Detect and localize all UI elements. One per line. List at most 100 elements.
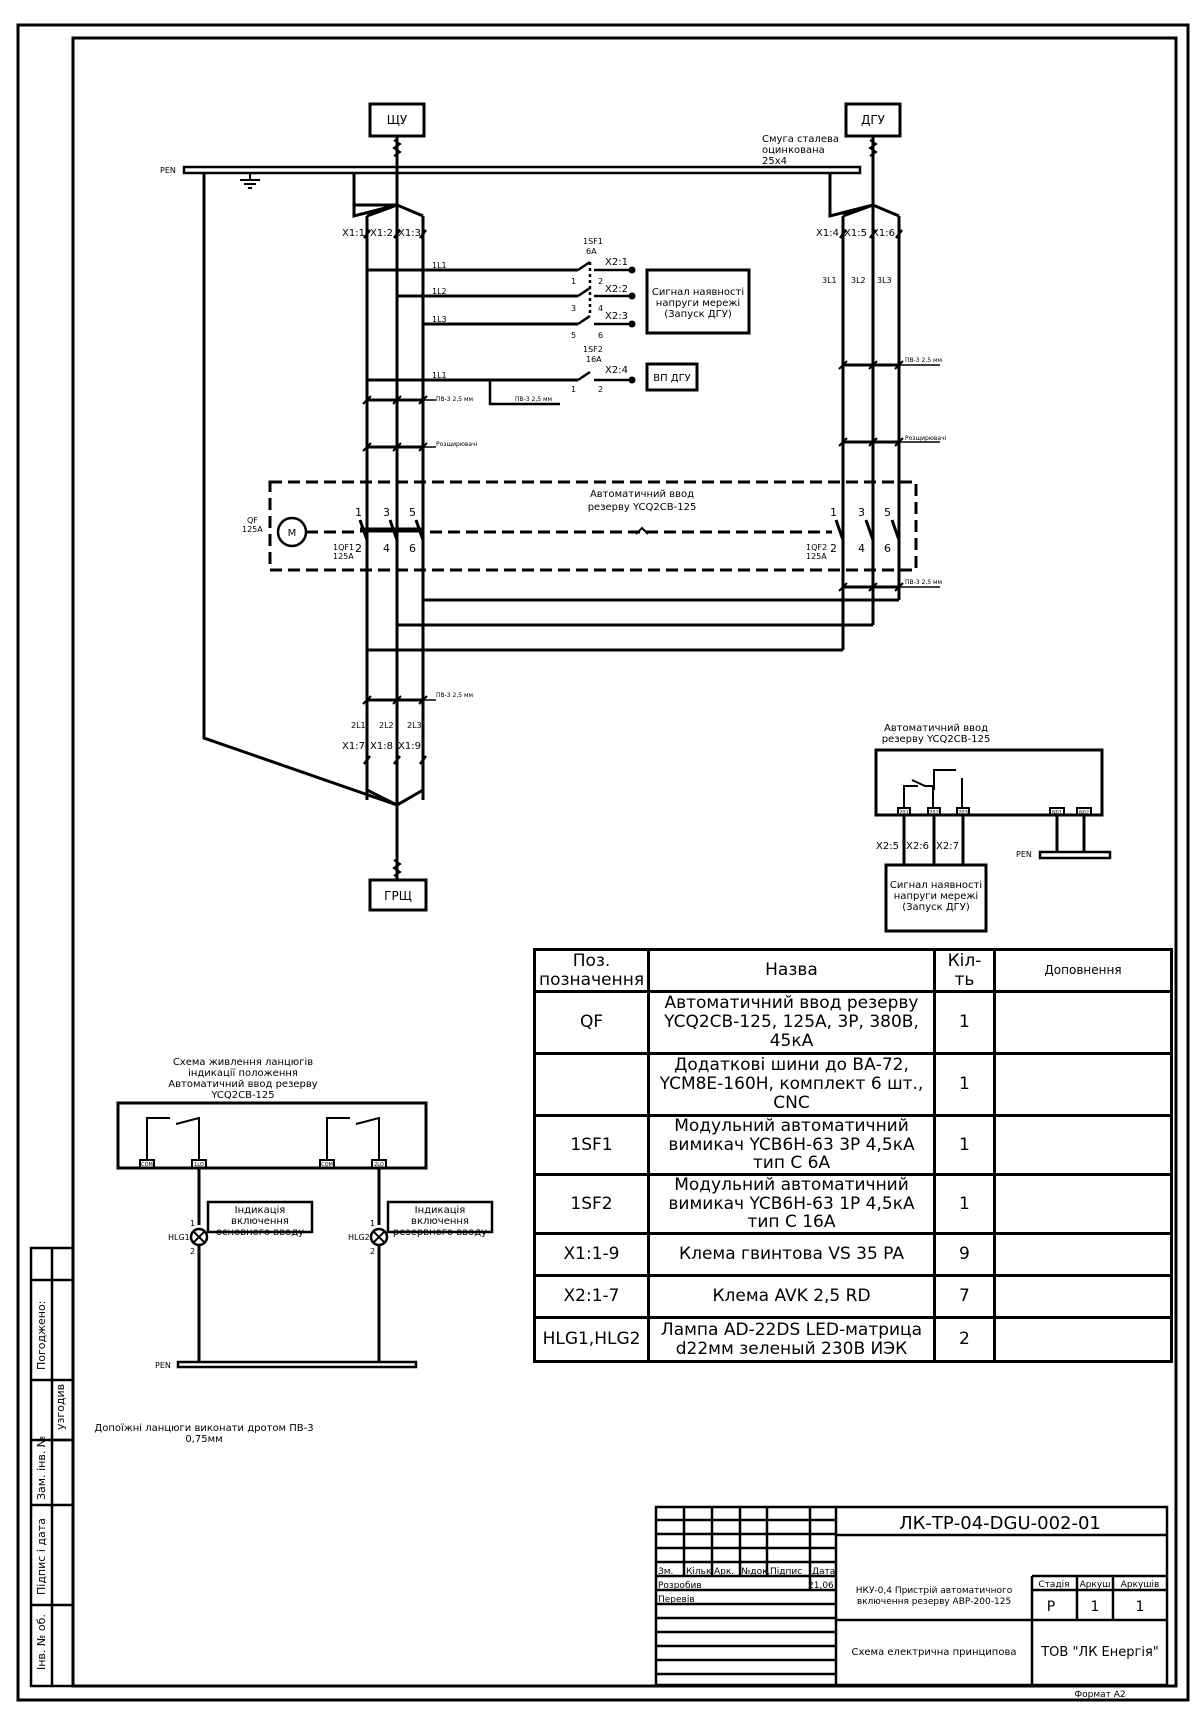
tb-sheets-h: Аркушів <box>1121 1580 1160 1590</box>
cable-label: ПВ-3 2,5 мм <box>905 579 942 586</box>
indication-block <box>116 1101 428 1170</box>
tb-format: Формат А2 <box>1074 1690 1125 1700</box>
cable-label: ПВ-3 2,5 мм <box>515 396 552 403</box>
ind-title: Схема живлення ланцюгів <box>173 1056 313 1068</box>
cell-qty: 1 <box>932 990 996 1055</box>
qf2-rating: 125А <box>806 552 827 561</box>
cell-pos <box>532 1052 651 1117</box>
sf-pin: 1 <box>571 385 576 394</box>
stamp-text: Погоджено: <box>35 1301 48 1370</box>
x1-5: X1:5 <box>844 228 867 239</box>
ats-title: резерву YCQ2CB-125 <box>588 502 697 513</box>
x1-9: X1:9 <box>398 741 421 752</box>
tb-col: Арк. <box>714 1567 734 1577</box>
strip-label-2: оцинкована <box>762 145 825 156</box>
hlg1-label: HLG1 <box>168 1233 190 1242</box>
table-row: Додаткові шини до ВА-72, YCM8E-160H, ком… <box>532 1052 1174 1117</box>
table-row: X2:1-7 Клема AVK 2,5 RD 7 <box>532 1274 1174 1320</box>
tb-sheets: 1 <box>1136 1599 1145 1615</box>
term: COM <box>321 1162 333 1168</box>
cell-note <box>992 1316 1174 1364</box>
tb-col: Дата <box>812 1567 835 1577</box>
wire-label: 2L1 <box>351 721 366 730</box>
ind-res-text: Індикація <box>415 1204 466 1216</box>
tb-sheet-h: Аркуш <box>1080 1580 1111 1590</box>
ats-title: Автоматичний ввод <box>590 489 694 500</box>
tb-sheet: 1 <box>1091 1599 1100 1615</box>
term: N02 <box>1079 810 1089 816</box>
col-position: Поз. позначення <box>532 948 651 993</box>
distributor-label: Розщирювачі <box>436 441 478 448</box>
qf-label: QF <box>247 516 258 525</box>
qf2-contacts <box>834 519 901 541</box>
pen-label: PEN <box>160 166 176 175</box>
tb-col: Зм. <box>658 1567 673 1577</box>
cell-name: Додаткові шини до ВА-72, YCM8E-160H, ком… <box>647 1052 936 1117</box>
sf-pin: 4 <box>598 304 603 313</box>
cell-name: Клема гвинтова VS 35 PA <box>647 1232 936 1278</box>
pin: 2 <box>830 542 837 555</box>
table-header-row: Поз. позначення Назва Кіл-ть Доповнення <box>532 948 1174 993</box>
x1-1: X1:1 <box>342 228 365 239</box>
grshch-label: ГРЩ <box>384 889 412 903</box>
pin: 4 <box>858 542 865 555</box>
term: 202 <box>929 810 939 816</box>
pin: 5 <box>409 506 416 519</box>
pin: 1 <box>830 506 837 519</box>
sf1-label: 1SF1 <box>583 237 603 246</box>
cell-pos: HLG1,HLG2 <box>532 1316 651 1364</box>
doc-code: ЛК-ТР-04-DGU-002-01 <box>899 1513 1101 1534</box>
cell-note <box>992 1173 1174 1236</box>
cell-name: Лампа AD-22DS LED-матрица d22мм зеленый … <box>647 1316 936 1364</box>
cell-note <box>992 1113 1174 1177</box>
qf2-label: 1QF2 <box>806 543 827 552</box>
x2-3: X2:3 <box>605 311 628 322</box>
tb-checked: Перевів <box>658 1595 695 1605</box>
signal2-text: (Запуск ДГУ) <box>902 902 970 913</box>
outer-frame <box>16 23 1190 1702</box>
cell-name: Клема AVK 2,5 RD <box>647 1274 936 1320</box>
term: 2LO <box>374 1162 384 1168</box>
wire-label: 2L2 <box>379 721 394 730</box>
cell-name: Модульний автоматичний вимикач YCB6H-63 … <box>647 1173 936 1236</box>
x1-4: X1:4 <box>816 228 839 239</box>
wire-label: 1L2 <box>432 287 447 296</box>
signal-box <box>645 268 751 335</box>
tb-product: включення резерву АВР-200-125 <box>857 1597 1011 1607</box>
cell-qty: 7 <box>932 1274 996 1320</box>
stamp-text: Зам. інв. № <box>35 1436 48 1500</box>
x1-3: X1:3 <box>398 228 421 239</box>
signal2-text: Сигнал наявності <box>890 879 982 891</box>
signal-text: Сигнал наявності <box>652 286 744 298</box>
sf-pin: 5 <box>571 331 576 340</box>
signal-text: напруги мережі <box>656 297 740 309</box>
tb-col: №док. <box>741 1567 770 1577</box>
vp-dgu-box <box>645 362 699 392</box>
cell-note <box>992 1232 1174 1278</box>
table-row: X1:1-9 Клема гвинтова VS 35 PA 9 <box>532 1232 1174 1278</box>
dgu-label: ДГУ <box>861 113 886 127</box>
cell-note <box>992 990 1174 1055</box>
tb-company: ТОВ "ЛК Енергія" <box>1040 1645 1159 1660</box>
cell-qty: 2 <box>932 1316 996 1364</box>
term: 1LO <box>194 1162 204 1168</box>
pin: 3 <box>858 506 865 519</box>
cell-note <box>992 1052 1174 1117</box>
col-name: Назва <box>647 948 936 993</box>
cell-pos: X1:1-9 <box>532 1232 651 1278</box>
table-row: 1SF2 Модульний автоматичний вимикач YCB6… <box>532 1173 1174 1236</box>
pen-label: PEN <box>1016 850 1032 859</box>
ats-small-title: Автоматичний ввод <box>884 723 988 734</box>
shchu-label: ЩУ <box>387 113 408 127</box>
cable-label: ПВ-3 2,5 мм <box>436 692 473 699</box>
stamp-text: Підпис і дата <box>35 1518 48 1595</box>
sf-pin: 1 <box>571 277 576 286</box>
tb-drawing: Схема електрична принципова <box>852 1647 1017 1658</box>
ind-main-text: Індикація <box>235 1204 286 1216</box>
ind-res-text: резервного вводу <box>393 1227 487 1238</box>
x2-4: X2:4 <box>605 365 628 376</box>
x1-6: X1:6 <box>872 228 895 239</box>
ind-title: YCQ2CB-125 <box>210 1090 274 1101</box>
pin: 2 <box>370 1247 375 1256</box>
